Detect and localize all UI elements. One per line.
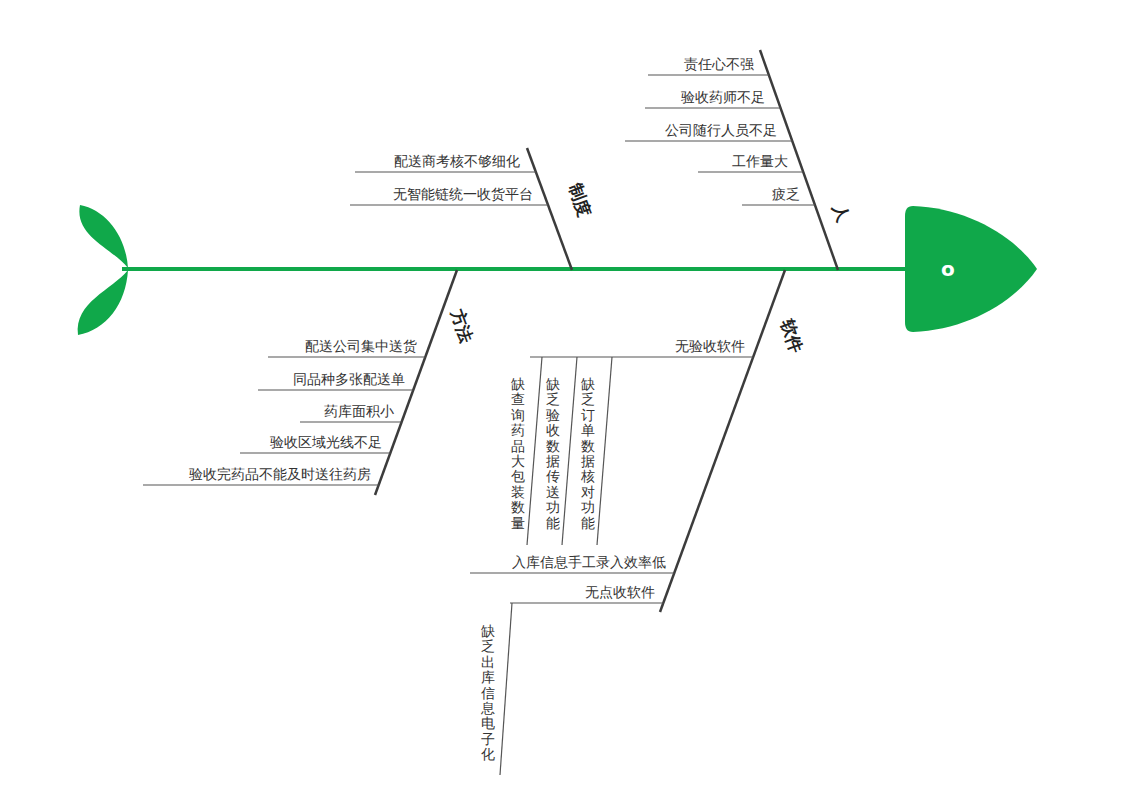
cause-line <box>258 389 413 390</box>
cause-label: 药库面积小 <box>324 402 394 420</box>
category-label: 人 <box>830 202 855 225</box>
bone <box>527 148 572 270</box>
sub-bone <box>500 603 512 775</box>
cause-label: 无验收软件 <box>675 337 745 355</box>
cause-line <box>240 452 390 453</box>
sub-cause-label: 缺乏出库信息电子化 <box>481 624 495 763</box>
cause-label: 疲乏 <box>772 185 800 203</box>
fish-head: o <box>905 204 1040 334</box>
category-label: 制度 <box>565 181 595 220</box>
cause-line <box>268 356 425 357</box>
cause-line <box>143 484 379 485</box>
sub-cause-label: 缺乏验收数据传送功能 <box>546 377 560 531</box>
spine <box>122 267 915 271</box>
cause-label: 入库信息手工录入效率低 <box>512 553 666 571</box>
sub-cause-label: 缺乏订单数据核对功能 <box>581 377 595 531</box>
head-text: o <box>941 257 955 281</box>
cause-line <box>625 140 792 141</box>
cause-line <box>648 74 769 75</box>
cause-label: 验收完药品不能及时送往药房 <box>189 465 371 483</box>
cause-line <box>350 204 548 205</box>
cause-label: 配送商考核不够细化 <box>394 152 520 170</box>
cause-label: 同品种多张配送单 <box>293 370 405 388</box>
head-shape <box>905 204 1040 334</box>
cause-label: 工作量大 <box>732 152 788 170</box>
cause-line <box>510 602 663 603</box>
cause-label: 验收药师不足 <box>681 88 765 106</box>
sub-bone <box>527 357 542 545</box>
bone <box>660 270 785 612</box>
sub-bone <box>597 357 612 545</box>
tail-fin <box>78 270 128 335</box>
category-label: 软件 <box>777 317 807 356</box>
cause-label: 无智能链统一收货平台 <box>393 185 533 203</box>
cause-label: 配送公司集中送货 <box>305 337 417 355</box>
cause-label: 公司随行人员不足 <box>665 121 777 139</box>
sub-cause-label: 缺查询药品大包装数量 <box>511 377 525 531</box>
cause-line <box>530 356 753 357</box>
cause-line <box>742 204 815 205</box>
category-label: 方法 <box>447 307 477 346</box>
cause-line <box>698 171 803 172</box>
cause-label: 无点收软件 <box>585 583 655 601</box>
cause-line <box>645 107 781 108</box>
tail-fin <box>79 205 128 268</box>
cause-line <box>300 421 402 422</box>
cause-line <box>355 171 536 172</box>
cause-label: 验收区域光线不足 <box>270 433 382 451</box>
cause-line <box>470 572 674 573</box>
sub-bone <box>562 357 577 545</box>
cause-label: 责任心不强 <box>684 55 754 73</box>
